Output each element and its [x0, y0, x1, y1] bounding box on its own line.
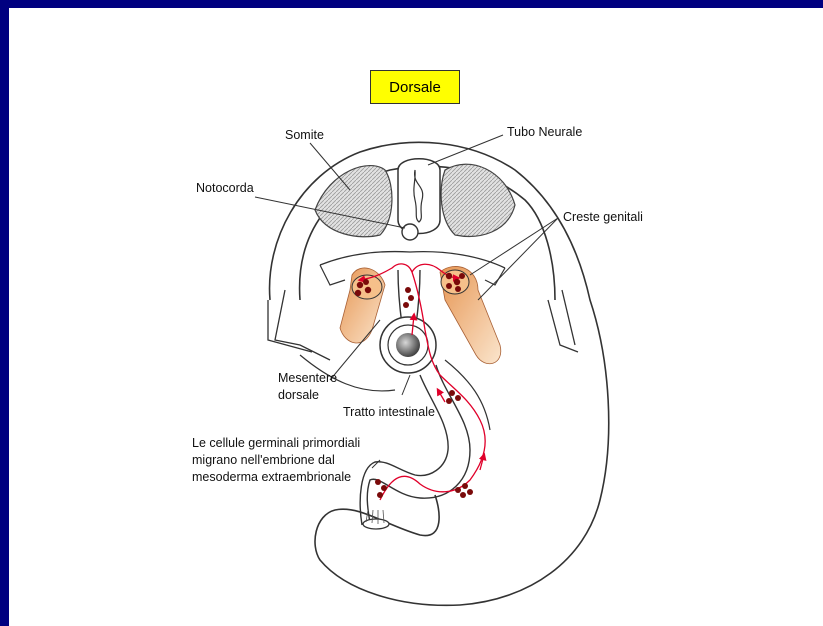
notochord [402, 224, 418, 240]
label-somite: Somite [285, 127, 324, 143]
label-notochord: Notocorda [196, 180, 254, 196]
somite-left [315, 166, 392, 237]
label-neural-tube: Tubo Neurale [507, 124, 582, 140]
label-genital-ridges: Creste genitali [563, 209, 643, 225]
label-dorsal-mesentery-2: dorsale [278, 387, 319, 403]
label-germ-cells-2: migrano nell'embrione dal [192, 452, 335, 468]
dorsal-orientation-badge: Dorsale [370, 70, 460, 104]
label-germ-cells-1: Le cellule germinali primordiali [192, 435, 360, 451]
label-intestinal-tract: Tratto intestinale [343, 404, 435, 420]
label-germ-cells-3: mesoderma extraembrionale [192, 469, 351, 485]
label-dorsal-mesentery-1: Mesentere [278, 370, 337, 386]
somite-right [441, 164, 515, 236]
gut-lumen [396, 333, 420, 357]
